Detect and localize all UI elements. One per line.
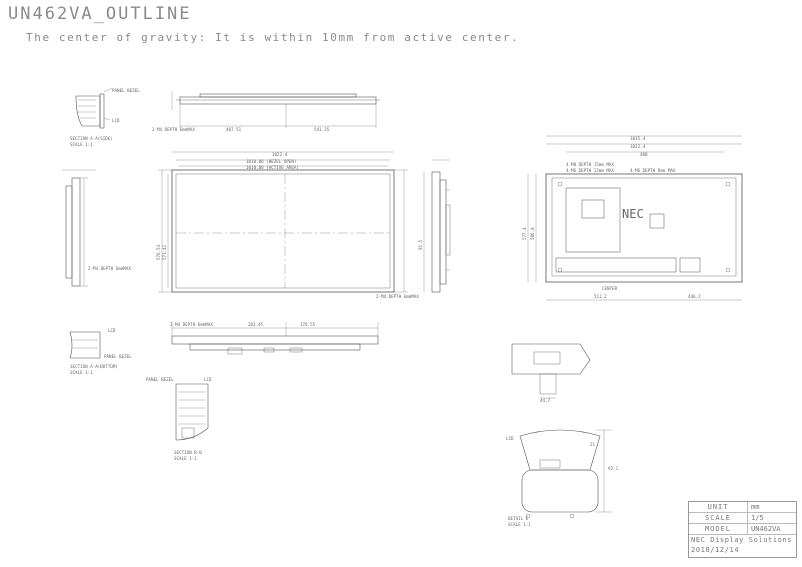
title-block-scale-value: 1/5 <box>751 514 764 522</box>
label-lcd-2: LCD <box>108 328 116 333</box>
dim-detail-a: 44.7 <box>540 398 551 403</box>
rear-view <box>527 135 743 301</box>
title-block-unit-value: mm <box>751 503 760 511</box>
section-aa-bottom-detail <box>69 331 101 359</box>
title-block-date: 2018/12/14 <box>691 546 740 554</box>
dim-back-w2: 1022.4 <box>630 144 646 149</box>
label-panel-bezel-3: PANEL BEZEL <box>146 377 174 382</box>
dim-front-w3: 1018.88 (ACTIVE AREA) <box>246 165 299 170</box>
label-panel-bezel-1: PANEL BEZEL <box>112 88 140 93</box>
title-block-model-value: UN462VA <box>751 525 781 533</box>
dim-back-400: 400 <box>640 152 648 157</box>
dim-detail-c: 21 <box>590 442 596 447</box>
dim-front-h: 576.53 <box>156 244 161 260</box>
label-lcd-1: LCD <box>112 118 120 123</box>
label-panel-bezel-2: PANEL BEZEL <box>104 354 132 359</box>
label-detail: DETAIL E <box>508 516 529 521</box>
front-view <box>158 151 408 293</box>
label-back-screw-3: 4-M6 DEPTH 8mm MAX <box>630 168 676 173</box>
left-side-view <box>62 169 96 287</box>
label-scale-2: SCALE 1:1 <box>70 370 93 375</box>
title-block-unit-label: UNIT <box>689 502 748 512</box>
nec-logo: NEC <box>622 207 644 221</box>
dim-back-h: 586.8 <box>530 227 535 240</box>
label-lcd-4: LCD <box>506 436 514 441</box>
dim-front-w: 1022.4 <box>272 152 288 157</box>
label-center: CENTER <box>602 286 618 291</box>
title-block-footer: NEC Display Solutions 2018/12/14 <box>691 535 792 555</box>
label-back-screw-1: 4-M8 DEPTH 15mm MAX <box>566 162 614 167</box>
dim-detail-b: 92.1 <box>608 466 619 471</box>
right-side-view <box>423 159 451 293</box>
label-scale-1: SCALE 1:1 <box>70 142 93 147</box>
title-block-scale-row: SCALE 1/5 <box>689 513 796 524</box>
dim-back-bot-r: 446.2 <box>688 294 701 299</box>
title-block-company: NEC Display Solutions <box>691 536 793 544</box>
label-lcd-3: LCD <box>204 377 212 382</box>
label-section-bb: SECTION B-B <box>174 450 202 455</box>
label-screw-bottom: 2-M4 DEPTH 6mmMAX <box>170 322 213 327</box>
dim-front-h2: 573.42 <box>162 244 167 260</box>
dim-top-a: 407.51 <box>226 127 242 132</box>
label-back-screw-2: 4-M6 DEPTH 12mm MAX <box>566 168 614 173</box>
top-view <box>171 91 380 128</box>
title-block-scale-label: SCALE <box>689 513 748 523</box>
title-block: UNIT mm SCALE 1/5 MODEL UN462VA NEC Disp… <box>688 501 797 558</box>
page-subtitle: The center of gravity: It is within 10mm… <box>26 31 520 44</box>
title-block-unit-row: UNIT mm <box>689 502 796 513</box>
connector-detail <box>511 343 591 399</box>
dim-back-bot-l: 511.2 <box>594 294 607 299</box>
label-screw-left: 2-M4 DEPTH 6mmMAX <box>88 266 131 271</box>
label-scale-4: SCALE 1:1 <box>508 522 531 527</box>
stand-detail <box>519 429 612 519</box>
page-title: UN462VA_OUTLINE <box>8 4 192 24</box>
label-section-aa: SECTION A-A(SIDE) <box>70 136 113 141</box>
title-block-model-label: MODEL <box>689 524 748 534</box>
bottom-view <box>171 322 379 355</box>
section-aa-detail <box>75 87 113 129</box>
label-screw-top: 2-M4 DEPTH 6mmMAX <box>152 127 195 132</box>
label-scale-3: SCALE 1:1 <box>174 456 197 461</box>
dim-bottom-b: 176.55 <box>300 322 316 327</box>
dim-side-depth: 91.5 <box>418 239 423 250</box>
dim-bottom-a: 203.45 <box>248 322 264 327</box>
section-bb-detail <box>175 383 209 441</box>
dim-back-w: 1035.4 <box>630 136 646 141</box>
dim-back-h2: 577.4 <box>522 227 527 240</box>
dim-top-b: 541.35 <box>314 127 330 132</box>
label-section-aa2: SECTION A-A(BOTTOM) <box>70 364 118 369</box>
label-screw-right: 2-M4 DEPTH 6mmMAX <box>376 294 419 299</box>
title-block-model-row: MODEL UN462VA <box>689 524 796 535</box>
dim-front-w2: 1018.06 (BEZEL OPEN) <box>246 159 296 164</box>
